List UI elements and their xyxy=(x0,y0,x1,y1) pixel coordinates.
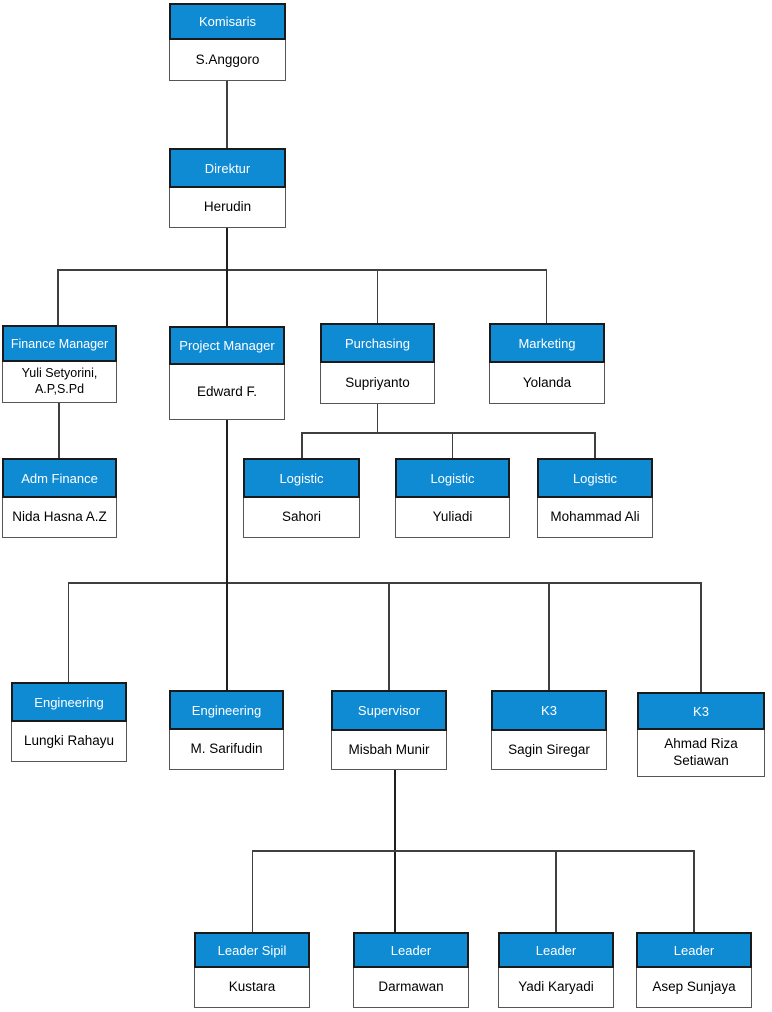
node-title: Supervisor xyxy=(331,690,447,731)
rail-direktur-children xyxy=(57,269,547,271)
org-node-engineering-1: Engineering Lungki Rahayu xyxy=(11,682,127,762)
org-node-finance-manager: Finance Manager Yuli Setyorini, A.P,S.Pd xyxy=(2,325,117,403)
drop-purchasing xyxy=(376,269,378,323)
org-node-supervisor: Supervisor Misbah Munir xyxy=(331,690,447,770)
org-node-k3-1: K3 Sagin Siregar xyxy=(491,690,607,770)
org-node-logistic-2: Logistic Yuliadi xyxy=(395,458,510,538)
org-node-k3-2: K3 Ahmad Riza Setiawan xyxy=(637,692,765,777)
drop-project-manager xyxy=(226,269,228,326)
node-title: Leader xyxy=(353,932,469,968)
connector-purchasing-trunk xyxy=(376,404,378,433)
node-title: Logistic xyxy=(243,458,360,498)
connector-komisaris-direktur xyxy=(226,81,228,148)
node-person-name: Yuliadi xyxy=(395,498,510,538)
drop-k3-2 xyxy=(700,582,702,692)
node-title: K3 xyxy=(637,692,765,730)
node-person-name: Sagin Siregar xyxy=(491,731,607,770)
node-title: Project Manager xyxy=(169,326,285,365)
connector-finance-adm xyxy=(58,403,60,458)
node-title: Direktur xyxy=(169,148,286,188)
node-person-name: Mohammad Ali xyxy=(537,498,653,538)
connector-direktur-trunk xyxy=(226,228,228,270)
node-title: Marketing xyxy=(489,323,605,363)
drop-logistic-1 xyxy=(301,432,303,458)
rail-supervisor-children xyxy=(252,850,694,852)
node-person-name: Kustara xyxy=(194,968,310,1008)
node-person-name: Edward F. xyxy=(169,365,285,420)
node-person-name: Supriyanto xyxy=(320,363,435,404)
node-title: Komisaris xyxy=(169,3,286,40)
org-node-leader-3: Leader Asep Sunjaya xyxy=(636,932,752,1008)
drop-engineering-2 xyxy=(225,582,228,690)
drop-leader-2 xyxy=(555,850,557,932)
node-person-name: Herudin xyxy=(169,188,286,228)
node-title: K3 xyxy=(491,690,607,731)
node-title: Purchasing xyxy=(320,323,435,363)
node-person-name: Yuli Setyorini, A.P,S.Pd xyxy=(2,362,117,403)
node-person-name: Yadi Karyadi xyxy=(498,968,614,1008)
drop-leader-3 xyxy=(693,850,695,932)
node-person-name: Sahori xyxy=(243,498,360,538)
drop-logistic-2 xyxy=(451,432,453,458)
node-person-name: Yolanda xyxy=(489,363,605,404)
node-person-name: Darmawan xyxy=(353,968,469,1008)
node-title: Leader Sipil xyxy=(194,932,310,968)
node-person-name: S.Anggoro xyxy=(169,40,286,81)
org-node-engineering-2: Engineering M. Sarifudin xyxy=(169,690,284,770)
drop-leader-sipil xyxy=(251,850,253,932)
rail-purchasing-children xyxy=(301,432,595,434)
node-person-name: Nida Hasna A.Z xyxy=(2,498,117,538)
drop-marketing xyxy=(545,269,547,323)
node-title: Leader xyxy=(636,932,752,968)
node-title: Adm Finance xyxy=(2,458,117,498)
drop-supervisor xyxy=(388,582,390,690)
org-node-marketing: Marketing Yolanda xyxy=(489,323,605,404)
drop-k3-1 xyxy=(548,582,550,690)
node-person-name: M. Sarifudin xyxy=(169,730,284,770)
node-title: Engineering xyxy=(169,690,284,730)
node-person-name: Lungki Rahayu xyxy=(11,722,127,762)
org-node-logistic-3: Logistic Mohammad Ali xyxy=(537,458,653,538)
org-node-komisaris: Komisaris S.Anggoro xyxy=(169,3,286,81)
node-title: Logistic xyxy=(537,458,653,498)
drop-logistic-3 xyxy=(594,432,596,458)
org-node-leader-sipil: Leader Sipil Kustara xyxy=(194,932,310,1008)
org-node-leader-1: Leader Darmawan xyxy=(353,932,469,1008)
node-title: Engineering xyxy=(11,682,127,722)
rail-project-manager-children xyxy=(68,582,701,584)
node-title: Logistic xyxy=(395,458,510,498)
org-node-logistic-1: Logistic Sahori xyxy=(243,458,360,538)
org-node-leader-2: Leader Yadi Karyadi xyxy=(498,932,614,1008)
node-person-name: Misbah Munir xyxy=(331,731,447,770)
node-person-name: Ahmad Riza Setiawan xyxy=(637,730,765,777)
org-node-project-manager: Project Manager Edward F. xyxy=(169,326,285,420)
org-node-direktur: Direktur Herudin xyxy=(169,148,286,228)
connector-project-manager-trunk xyxy=(225,420,228,583)
org-node-purchasing: Purchasing Supriyanto xyxy=(320,323,435,404)
org-node-adm-finance: Adm Finance Nida Hasna A.Z xyxy=(2,458,117,538)
drop-finance-manager xyxy=(57,269,59,325)
node-title: Leader xyxy=(498,932,614,968)
node-title: Finance Manager xyxy=(2,325,117,362)
drop-engineering-1 xyxy=(67,582,69,682)
node-person-name: Asep Sunjaya xyxy=(636,968,752,1008)
